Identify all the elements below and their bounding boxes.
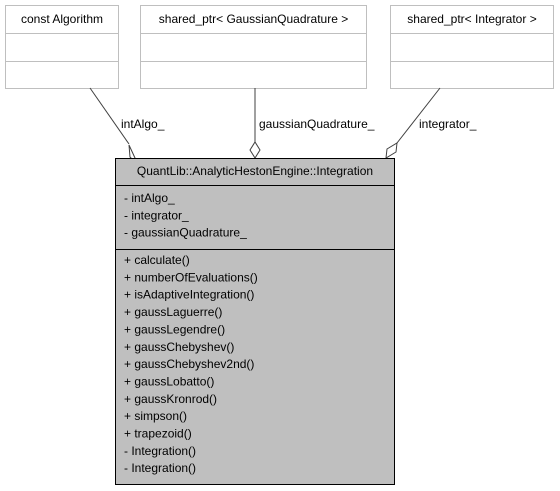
class-method[interactable]: + gaussChebyshev2nd() — [124, 357, 254, 371]
class-method[interactable]: + numberOfEvaluations() — [124, 270, 258, 284]
peer-class-title: shared_ptr< GaussianQuadrature > — [159, 12, 348, 26]
class-attribute[interactable]: - gaussianQuadrature_ — [124, 226, 247, 240]
class-method[interactable]: + trapezoid() — [124, 427, 192, 441]
class-method[interactable]: + gaussLaguerre() — [124, 305, 222, 319]
class-method[interactable]: + gaussLegendre() — [124, 322, 225, 336]
edge-intalgo: intAlgo_ — [89, 87, 165, 161]
peer-class-box — [5, 5, 119, 89]
aggregation-diamond-icon — [249, 141, 261, 159]
peer-class-integrator[interactable]: shared_ptr< Integrator > — [390, 5, 554, 89]
class-method[interactable]: + simpson() — [124, 409, 187, 423]
edge-gaussian-quadrature: gaussianQuadrature_ — [249, 88, 375, 159]
aggregation-diamond-icon — [385, 142, 398, 159]
attribute-list: - intAlgo_ - integrator_ - gaussianQuadrat… — [124, 191, 247, 240]
class-method[interactable]: + gaussLobatto() — [124, 374, 214, 388]
edge-label: intAlgo_ — [121, 117, 165, 131]
class-method[interactable]: - Integration() — [124, 444, 196, 458]
edge-line — [396, 87, 441, 144]
edge-line — [89, 87, 130, 145]
main-class-title: QuantLib::AnalyticHestonEngine::Integrat… — [137, 164, 373, 178]
class-attribute[interactable]: - intAlgo_ — [124, 191, 175, 205]
main-class-box — [115, 158, 395, 485]
edge-label: gaussianQuadrature_ — [259, 117, 375, 131]
class-method[interactable]: + isAdaptiveIntegration() — [124, 288, 254, 302]
aggregation-diamond-icon — [128, 144, 136, 161]
edge-label: integrator_ — [419, 117, 477, 131]
class-attribute[interactable]: - integrator_ — [124, 208, 189, 222]
peer-class-const-algorithm[interactable]: const Algorithm — [5, 5, 119, 89]
peer-class-title: const Algorithm — [21, 12, 103, 26]
class-method[interactable]: - Integration() — [124, 461, 196, 475]
class-method[interactable]: + gaussKronrod() — [124, 392, 217, 406]
class-method[interactable]: + calculate() — [124, 253, 190, 267]
method-list: + calculate() + numberOfEvaluations() + is… — [124, 253, 258, 475]
class-method[interactable]: + gaussChebyshev() — [124, 340, 234, 354]
peer-class-gaussian-quadrature[interactable]: shared_ptr< GaussianQuadrature > — [140, 5, 367, 89]
peer-class-box — [140, 5, 367, 89]
edge-integrator: integrator_ — [385, 87, 477, 159]
peer-class-title: shared_ptr< Integrator > — [407, 12, 536, 26]
peer-class-box — [390, 5, 554, 89]
main-class-integration[interactable]: QuantLib::AnalyticHestonEngine::Integrat… — [115, 158, 395, 485]
